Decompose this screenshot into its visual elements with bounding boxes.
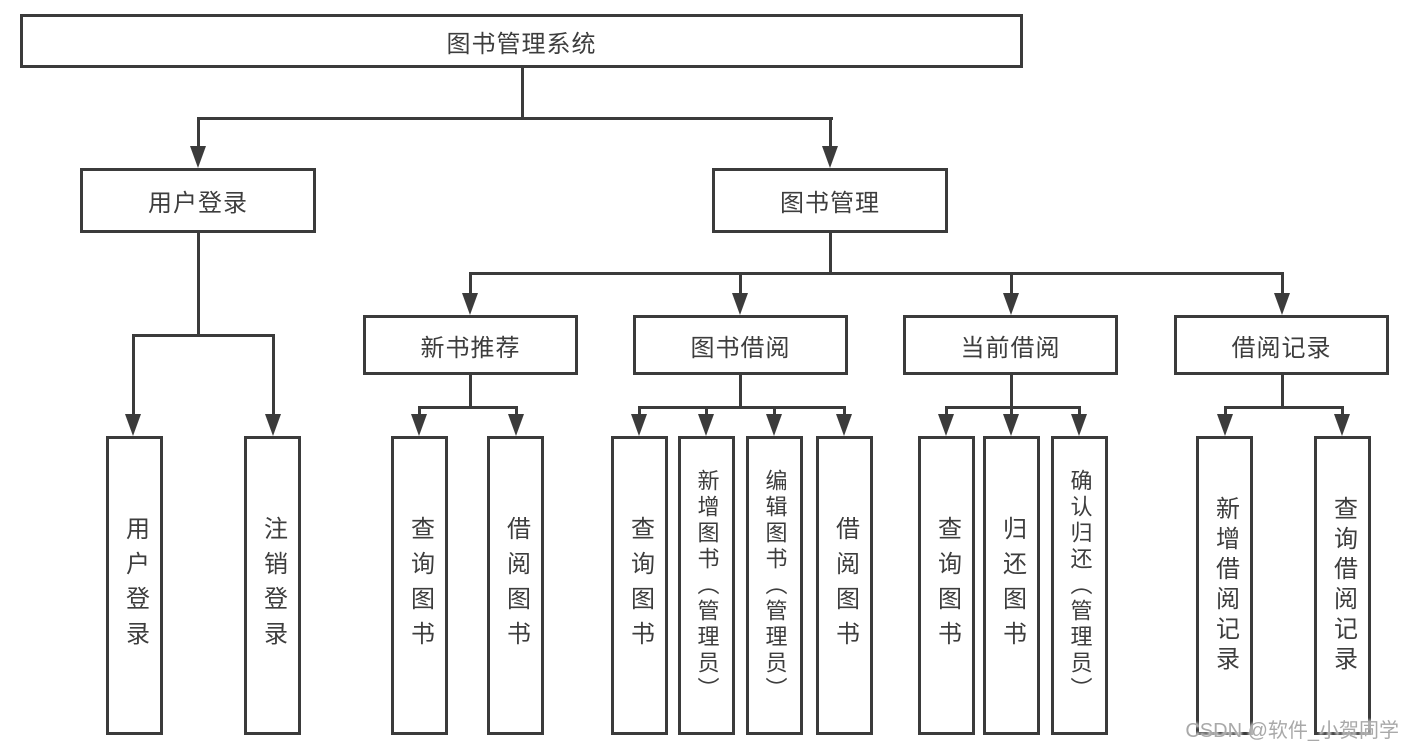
connector-line	[945, 406, 948, 416]
node-label: 图书管理	[780, 190, 880, 217]
leaf-borrow-books: 借阅图书	[816, 436, 873, 735]
leaf-query-books-borrowing: 查询图书	[611, 436, 668, 735]
connector-line	[1281, 375, 1284, 406]
node-library-system: 图书管理系统	[20, 14, 1023, 68]
leaf-label: 查询图书	[933, 515, 961, 656]
leaf-confirm-return-admin: 确认归还（管理员）	[1051, 436, 1108, 735]
leaf-label: 查询图书	[406, 515, 434, 656]
node-label: 借阅记录	[1231, 334, 1332, 362]
node-book-management: 图书管理	[712, 168, 948, 233]
connector-line	[739, 272, 742, 295]
leaf-add-borrow-record: 新增借阅记录	[1196, 436, 1253, 735]
arrowhead-down-icon	[822, 146, 838, 168]
connector-line	[1224, 406, 1344, 409]
leaf-logout-login: 注销登录	[244, 436, 301, 735]
arrowhead-down-icon	[1334, 414, 1350, 436]
arrowhead-down-icon	[265, 414, 281, 436]
connector-line	[1224, 406, 1227, 416]
leaf-label: 新增借阅记录	[1211, 495, 1239, 676]
connector-line	[843, 406, 846, 416]
connector-line	[1078, 406, 1081, 416]
arrowhead-down-icon	[732, 293, 748, 315]
arrowhead-down-icon	[508, 414, 524, 436]
arrowhead-down-icon	[190, 146, 206, 168]
leaf-label: 确认归还（管理员）	[1067, 468, 1093, 703]
connector-line	[1010, 375, 1013, 406]
connector-line	[515, 406, 518, 416]
connector-line	[469, 272, 1283, 275]
connector-line	[521, 68, 524, 117]
connector-line	[197, 117, 833, 120]
connector-line	[197, 117, 200, 150]
leaf-edit-books-admin: 编辑图书（管理员）	[746, 436, 803, 735]
leaf-label: 借阅图书	[502, 515, 530, 656]
connector-line	[829, 117, 832, 150]
connector-line	[739, 375, 742, 406]
arrowhead-down-icon	[1071, 414, 1087, 436]
connector-line	[638, 406, 846, 409]
leaf-label: 用户登录	[121, 515, 149, 656]
leaf-query-borrow-record: 查询借阅记录	[1314, 436, 1371, 735]
connector-line	[132, 334, 275, 337]
connector-line	[773, 406, 776, 416]
connector-line	[1281, 272, 1284, 295]
node-current-borrowing: 当前借阅	[903, 315, 1118, 375]
connector-line	[197, 233, 200, 334]
connector-line	[469, 375, 472, 406]
connector-line	[132, 334, 135, 416]
connector-line	[829, 233, 832, 272]
leaf-label: 查询图书	[626, 515, 654, 656]
connector-line	[1010, 406, 1013, 416]
arrowhead-down-icon	[1003, 414, 1019, 436]
leaf-borrow-books-recommend: 借阅图书	[487, 436, 544, 735]
leaf-label: 注销登录	[259, 515, 287, 656]
node-label: 图书借阅	[690, 334, 791, 362]
node-borrowing-records: 借阅记录	[1174, 315, 1389, 375]
leaf-return-books: 归还图书	[983, 436, 1040, 735]
connector-line	[945, 406, 1081, 409]
node-label: 当前借阅	[960, 334, 1061, 362]
connector-line	[1341, 406, 1344, 416]
connector-line	[418, 406, 421, 416]
arrowhead-down-icon	[938, 414, 954, 436]
arrowhead-down-icon	[698, 414, 714, 436]
arrowhead-down-icon	[1274, 293, 1290, 315]
leaf-label: 查询借阅记录	[1329, 495, 1357, 676]
arrowhead-down-icon	[631, 414, 647, 436]
node-new-book-recommend: 新书推荐	[363, 315, 578, 375]
connector-line	[638, 406, 641, 416]
arrowhead-down-icon	[1217, 414, 1233, 436]
arrowhead-down-icon	[462, 293, 478, 315]
leaf-query-books-recommend: 查询图书	[391, 436, 448, 735]
arrowhead-down-icon	[766, 414, 782, 436]
node-user-login: 用户登录	[80, 168, 316, 233]
leaf-add-books-admin: 新增图书（管理员）	[678, 436, 735, 735]
leaf-label: 归还图书	[998, 515, 1026, 656]
connector-line	[469, 272, 472, 295]
connector-line	[418, 406, 518, 409]
connector-line	[1010, 272, 1013, 295]
watermark: CSDN @软件_小贺同学	[1185, 720, 1399, 742]
node-label: 新书推荐	[420, 334, 521, 362]
connector-line	[272, 334, 275, 416]
arrowhead-down-icon	[411, 414, 427, 436]
arrowhead-down-icon	[1003, 293, 1019, 315]
leaf-user-login: 用户登录	[106, 436, 163, 735]
leaf-query-books-current: 查询图书	[918, 436, 975, 735]
node-label: 图书管理系统	[446, 30, 597, 58]
arrowhead-down-icon	[836, 414, 852, 436]
leaf-label: 编辑图书（管理员）	[762, 468, 788, 703]
arrowhead-down-icon	[125, 414, 141, 436]
leaf-label: 新增图书（管理员）	[694, 468, 720, 703]
node-label: 用户登录	[148, 190, 248, 217]
leaf-label: 借阅图书	[831, 515, 859, 656]
node-book-borrowing: 图书借阅	[633, 315, 848, 375]
connector-line	[705, 406, 708, 416]
